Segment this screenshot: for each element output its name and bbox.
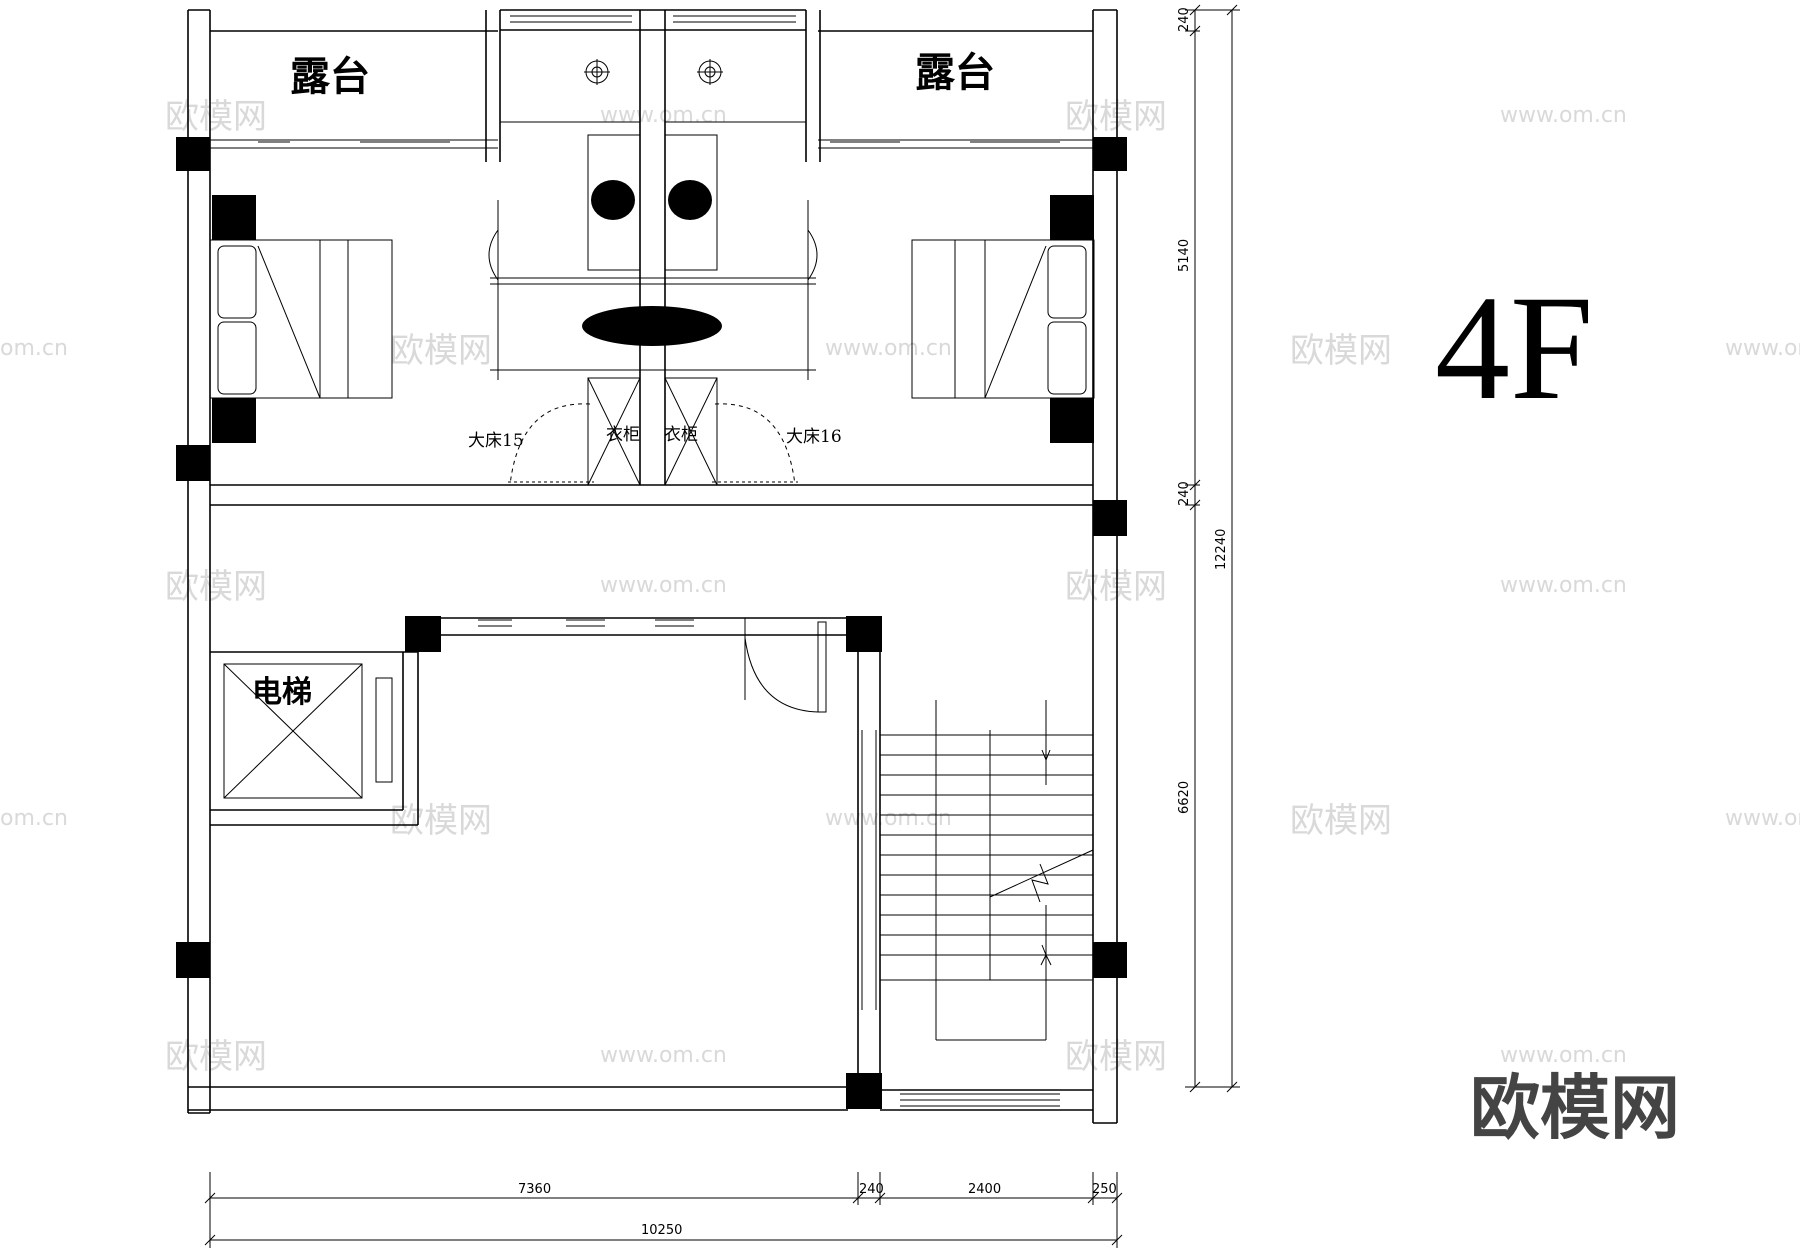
bed-right <box>911 239 1095 399</box>
watermark-cn: 欧模网 <box>390 801 492 841</box>
watermark-url: www.om.cn <box>1725 806 1800 831</box>
dimension-lines-bottom <box>204 1172 1123 1248</box>
bed-right-label: 大床16 <box>786 427 842 447</box>
watermark-cn: 欧模网 <box>165 567 267 607</box>
watermark-cn: 欧模网 <box>1065 567 1167 607</box>
dim-right-lower: 6620 <box>1177 781 1192 814</box>
watermark-cn: 欧模网 <box>1290 801 1392 841</box>
lobby-door <box>744 618 827 713</box>
watermark-layer: 欧模网 www.om.cn 欧模网 www.om.cn om.cn 欧模网 ww… <box>0 97 1800 1077</box>
floor-label: 4F <box>1435 265 1593 431</box>
terrace-right-label: 露台 <box>915 49 995 96</box>
bed-left-label: 大床15 <box>468 431 524 451</box>
elevator-shaft <box>223 663 393 799</box>
terrace-zone <box>210 9 1093 162</box>
dim-right-top: 240 <box>1177 7 1192 32</box>
dimension-lines-right <box>1185 4 1240 1093</box>
dim-bottom-c: 2400 <box>968 1182 1001 1197</box>
wardrobe-left-label: 衣柜 <box>606 425 640 445</box>
watermark-url: www.om.cn <box>600 573 727 598</box>
watermark-cn: 欧模网 <box>1065 97 1167 137</box>
watermark-url: www.om.cn <box>825 336 952 361</box>
elevator-label: 电梯 <box>252 675 312 710</box>
watermark-url: www.om.cn <box>1500 573 1627 598</box>
dim-bottom-b: 240 <box>859 1182 884 1197</box>
dim-right-mid: 240 <box>1177 481 1192 506</box>
watermark-url: www.om.cn <box>600 103 727 128</box>
watermark-cn: 欧模网 <box>390 331 492 371</box>
watermark-url: www.om.cn <box>1500 103 1627 128</box>
dim-right-total: 12240 <box>1214 529 1229 570</box>
core-walls <box>210 617 881 1087</box>
wardrobe-right-label: 衣柜 <box>664 425 698 445</box>
watermark-url: www.om.cn <box>1500 1043 1627 1068</box>
watermark-url: www.om.cn <box>1725 336 1800 361</box>
watermark-url: www.om.cn <box>600 1043 727 1068</box>
watermark-cn: 欧模网 <box>1065 1037 1167 1077</box>
exterior-walls <box>187 9 1118 1124</box>
bathroom-block <box>488 30 818 485</box>
watermark-url: om.cn <box>0 336 68 361</box>
watermark-cn: 欧模网 <box>1290 331 1392 371</box>
dim-bottom-d: 250 <box>1092 1182 1117 1197</box>
dim-bottom-a: 7360 <box>518 1182 551 1197</box>
toilet-right-icon <box>668 180 712 220</box>
bed-left <box>209 239 393 399</box>
terrace-left-label: 露台 <box>290 53 370 100</box>
toilet-left-icon <box>591 180 635 220</box>
brand-logo: 欧模网 <box>1470 1067 1680 1149</box>
bathtub-icon <box>582 306 722 346</box>
dim-bottom-total: 10250 <box>641 1223 682 1238</box>
wardrobe-doors <box>508 377 798 486</box>
watermark-cn: 欧模网 <box>165 1037 267 1077</box>
watermark-cn: 欧模网 <box>165 97 267 137</box>
staircase <box>880 700 1094 1041</box>
dim-right-upper: 5140 <box>1177 239 1192 272</box>
structural-columns <box>176 137 1127 1109</box>
watermark-url: om.cn <box>0 806 68 831</box>
watermark-url: www.om.cn <box>825 806 952 831</box>
